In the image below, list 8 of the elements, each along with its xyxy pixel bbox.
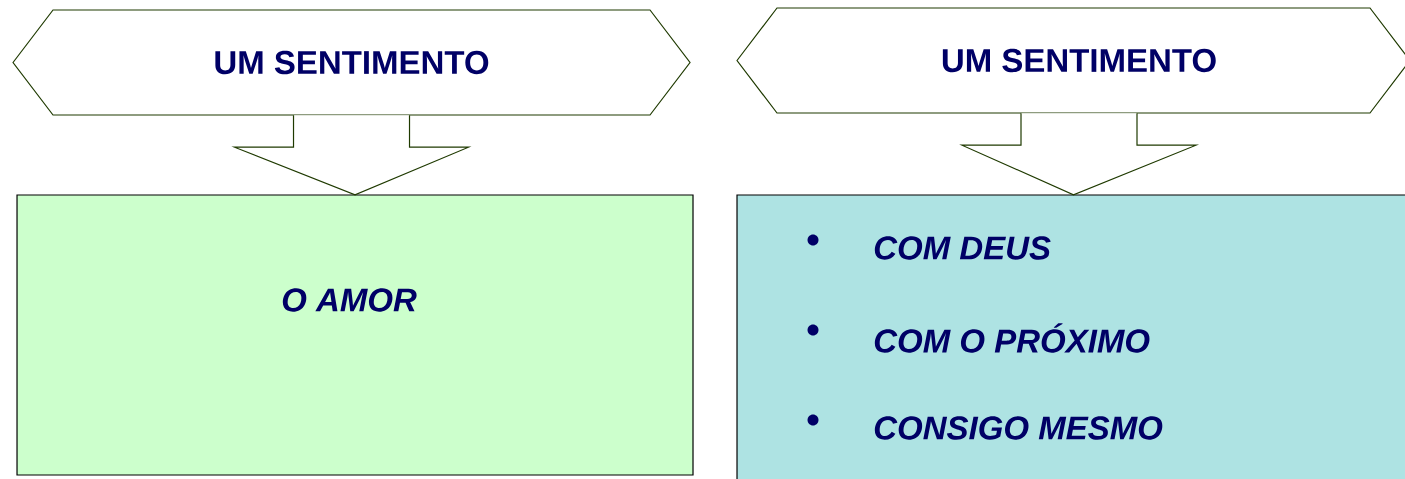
bullet-item: CONSIGO MESMO [874, 416, 1163, 440]
block-arrow [231, 114, 472, 196]
block-arrow [959, 112, 1200, 196]
bullet-item: COM DEUS [874, 236, 1051, 260]
box-text: O AMOR [282, 288, 417, 312]
text-box [16, 194, 694, 476]
bullet-item: COM O PRÓXIMO [874, 323, 1150, 353]
text-box [736, 194, 1405, 479]
